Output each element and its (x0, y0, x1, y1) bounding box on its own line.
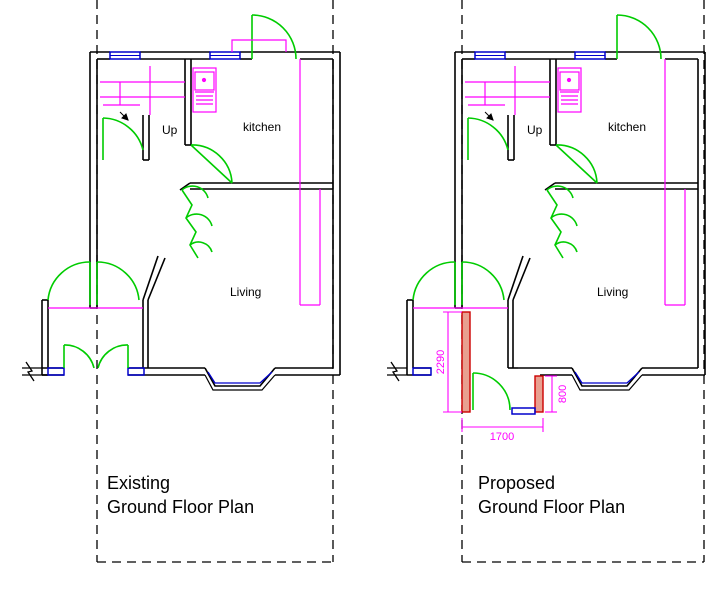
proposed-label-up: Up (527, 123, 543, 137)
existing-stair-arrow (119, 111, 129, 121)
proposed-dim-height: 2290 (435, 350, 447, 374)
existing-label-living: Living (230, 285, 261, 299)
proposed-break-symbol (387, 361, 407, 382)
existing-windows (47, 51, 276, 391)
proposed-services (413, 59, 686, 309)
proposed-walls (406, 51, 706, 376)
existing-caption-line1: Existing (107, 473, 170, 493)
existing-services (48, 39, 321, 309)
proposed-stair-arrow (484, 111, 494, 121)
proposed-label-living: Living (597, 285, 628, 299)
existing-break-symbol (22, 361, 42, 382)
existing-label-kitchen: kitchen (243, 120, 281, 134)
existing-walls (41, 51, 341, 376)
proposed-dim-small: 800 (557, 385, 569, 403)
existing-label-up: Up (162, 123, 178, 137)
existing-plan: Up kitchen Living Existing Ground Floor … (22, 0, 341, 563)
existing-caption-line2: Ground Floor Plan (107, 497, 254, 517)
proposed-dimensions (443, 311, 557, 432)
existing-doors (47, 14, 297, 369)
proposed-caption-line2: Ground Floor Plan (478, 497, 625, 517)
proposed-caption-line1: Proposed (478, 473, 555, 493)
proposed-plan: 2290 1700 800 Up kitchen Living Proposed… (387, 0, 706, 563)
proposed-windows (412, 51, 643, 415)
proposed-dim-width: 1700 (490, 431, 514, 443)
proposed-doors (412, 14, 662, 411)
proposed-label-kitchen: kitchen (608, 120, 646, 134)
proposed-new-walls (461, 311, 544, 413)
